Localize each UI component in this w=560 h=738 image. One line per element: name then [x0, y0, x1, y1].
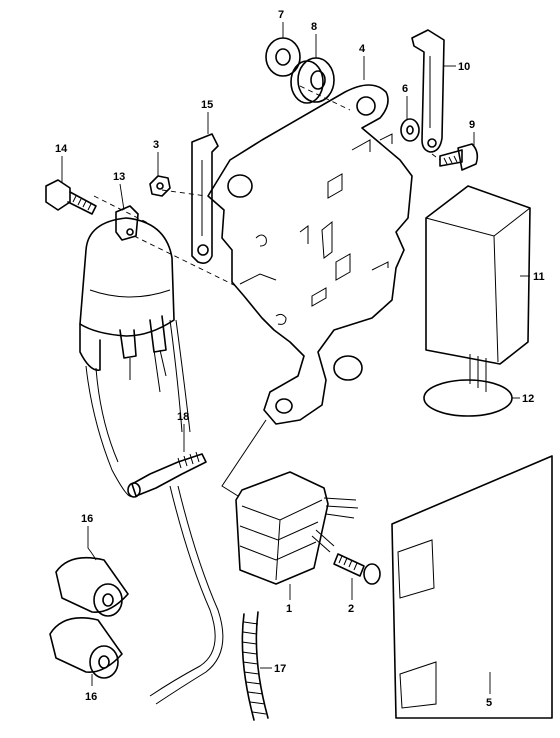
rectifier-part-1 — [235, 471, 359, 585]
cdi-unit-part-11 — [425, 185, 531, 392]
assembly-line — [221, 419, 267, 497]
nut-part-3 — [149, 175, 171, 197]
bolt-part-9 — [439, 143, 479, 171]
assembly-line — [431, 153, 441, 161]
callout-4: 4 — [359, 43, 366, 55]
assembly-line — [299, 85, 351, 111]
adhesive-sheet-part-5 — [391, 455, 553, 719]
callout-12: 12 — [522, 393, 534, 405]
assembly-line — [133, 235, 237, 287]
callout-7: 7 — [278, 9, 284, 21]
callout-3: 3 — [153, 139, 159, 151]
callout-labels: 7 8 4 6 10 9 15 3 14 13 11 12 18 16 16 1… — [55, 9, 545, 709]
spiral-wrap-part-17 — [241, 611, 269, 721]
callout-1: 1 — [286, 603, 292, 615]
callout-11: 11 — [533, 271, 545, 283]
band-part-12 — [423, 379, 513, 417]
callout-2: 2 — [348, 603, 354, 615]
leader-lines — [61, 22, 530, 694]
grommet-part-8 — [290, 57, 335, 104]
callout-16-lower: 16 — [85, 691, 97, 703]
washer-part-6 — [400, 118, 420, 142]
callout-9: 9 — [469, 119, 475, 131]
callout-13: 13 — [113, 171, 125, 183]
mounting-bracket-part-4 — [207, 84, 413, 425]
assembly-line — [161, 189, 207, 197]
bolt-part-14 — [45, 179, 97, 215]
callout-6: 6 — [402, 83, 408, 95]
callout-8: 8 — [311, 21, 317, 33]
bracket-part-15 — [191, 133, 219, 264]
callout-14: 14 — [55, 143, 68, 155]
ignition-coil-part-13 — [79, 205, 224, 705]
ignition-boot-part-16-lower — [49, 617, 123, 679]
clamp-bracket-part-10 — [411, 29, 445, 153]
callout-10: 10 — [458, 61, 470, 73]
callout-5: 5 — [486, 697, 492, 709]
spark-cap-part-18 — [127, 451, 207, 498]
assembly-line — [93, 195, 151, 225]
callout-18: 18 — [177, 411, 189, 423]
ignition-boot-part-16-upper — [55, 556, 129, 617]
washer-part-7 — [265, 37, 301, 77]
callout-17: 17 — [274, 663, 286, 675]
callout-15: 15 — [201, 99, 213, 111]
screw-part-2 — [333, 553, 381, 585]
callout-16-upper: 16 — [81, 513, 93, 525]
